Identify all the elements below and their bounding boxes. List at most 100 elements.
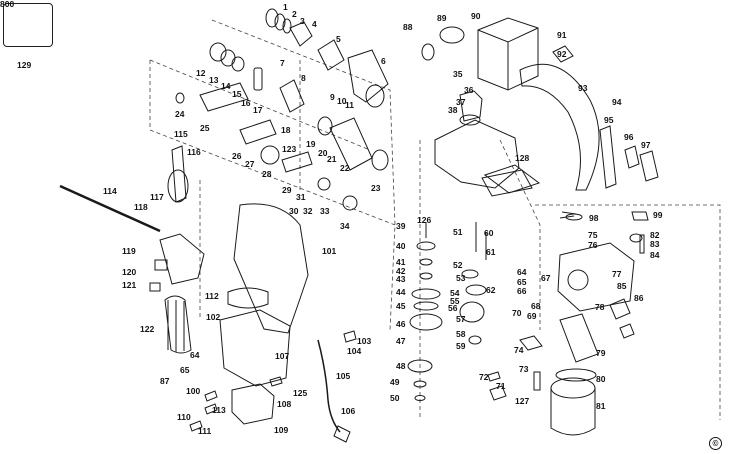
part-number-label: 73 [519,364,529,374]
part-number-label: 67 [541,273,551,283]
part-number-label: 78 [595,302,605,312]
part-number-label: 90 [471,11,481,21]
part-number-label: 34 [340,221,350,231]
part-number-label: 111 [198,426,212,436]
part-number-label: 88 [403,22,413,32]
part-number-label: 52 [453,260,463,270]
part-number-label: 54 [450,288,460,298]
part-number-label: 65 [180,365,190,375]
part-number-label: 60 [484,228,494,238]
part-number-label: 108 [277,399,292,409]
part-number-label: 112 [205,291,219,301]
part-number-label: 91 [557,30,567,40]
part-number-label: 22 [340,163,350,173]
part-number-label: 74 [514,345,524,355]
part-number-label: 118 [134,202,148,212]
tool-thumbnail-frame [3,3,53,47]
part-number-label: 57 [456,314,466,324]
part-number-label: 65 [517,277,527,287]
part-number-label: 59 [456,341,466,351]
part-number-label: 61 [486,247,496,257]
part-number-label: 43 [396,274,406,284]
part-number-label: 8 [301,73,306,83]
part-number-label: 96 [624,132,634,142]
part-number-label: 45 [396,301,406,311]
part-number-label: 32 [303,206,313,216]
part-number-label: 100 [186,386,201,396]
part-number-label: 99 [653,210,663,220]
part-number-label: 42 [396,266,406,276]
part-number-label: 1 [283,2,288,12]
part-number-label: 95 [604,115,614,125]
part-number-label: 21 [327,154,337,164]
part-number-label: 64 [190,350,200,360]
part-number-label: 107 [275,351,290,361]
part-number-label: 75 [588,230,598,240]
part-number-label: 7 [280,58,285,68]
part-number-label: 93 [578,83,588,93]
part-number-label: 84 [650,250,660,260]
part-number-label: 105 [336,371,351,381]
part-number-label: 104 [347,346,362,356]
part-number-label: 6 [381,56,386,66]
part-number-label: 56 [448,303,458,313]
part-number-label: 5 [336,34,341,44]
part-number-label: 48 [396,361,406,371]
part-number-label: 119 [122,246,136,256]
part-number-label: 50 [390,393,400,403]
part-number-label: 800 [0,0,15,9]
part-number-label: 12 [196,68,206,78]
part-number-label: 11 [345,100,354,110]
part-number-label: 114 [103,186,117,196]
part-number-label: 125 [293,388,308,398]
part-number-label: 20 [318,148,328,158]
part-number-label: 24 [175,109,185,119]
part-number-label: 46 [396,319,406,329]
part-number-label: 27 [245,159,255,169]
part-number-label: 10 [337,96,347,106]
part-number-label: 38 [448,105,458,115]
part-number-label: 101 [322,246,337,256]
part-number-label: 17 [253,105,263,115]
part-number-label: 92 [557,49,567,59]
part-number-label: 9 [330,92,335,102]
part-number-label: 77 [612,269,622,279]
part-number-label: 69 [527,311,537,321]
part-number-label: 28 [262,169,272,179]
part-number-label: 103 [357,336,372,346]
part-number-label: 126 [417,215,432,225]
part-number-label: 71 [496,381,506,391]
part-number-label: 14 [221,81,231,91]
part-number-label: 121 [122,280,137,290]
part-number-label: 117 [150,192,164,202]
part-number-label: 76 [588,240,598,250]
part-number-label: 80 [596,374,606,384]
part-number-label: 110 [177,412,191,422]
part-number-label: 81 [596,401,606,411]
part-number-label: 15 [232,89,242,99]
part-number-label: 49 [390,377,400,387]
part-number-label: 98 [589,213,599,223]
part-number-label: 51 [453,227,463,237]
part-number-label: 79 [596,348,606,358]
part-number-label: 16 [241,98,251,108]
part-number-label: 97 [641,140,651,150]
part-number-label: 66 [517,286,527,296]
part-number-label: 39 [396,221,406,231]
part-number-label: 2 [292,9,297,19]
part-number-label: 94 [612,97,622,107]
part-number-label: 37 [456,97,466,107]
part-number-label: 36 [464,85,474,95]
part-number-label: 29 [282,185,292,195]
part-number-label: 89 [437,13,447,23]
part-number-label: 70 [512,308,522,318]
part-number-label: 106 [341,406,356,416]
part-number-label: 72 [479,372,489,382]
part-number-label: 128 [515,153,530,163]
part-number-label: 83 [650,239,660,249]
part-number-label: 4 [312,19,317,29]
part-number-label: 64 [517,267,527,277]
part-number-label: 55 [450,296,460,306]
